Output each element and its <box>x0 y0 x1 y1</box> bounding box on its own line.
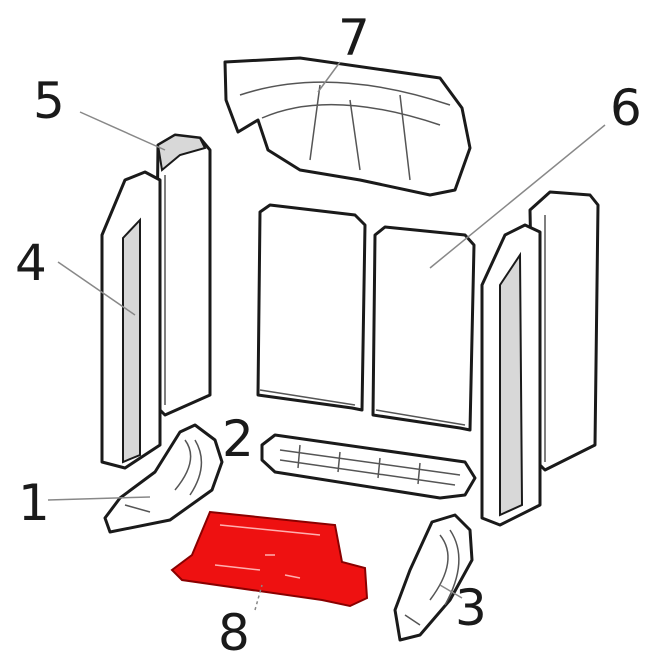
leader-lines <box>47 61 606 611</box>
label-part-6: 6 <box>610 79 642 137</box>
part-5-side-rear-left[interactable] <box>153 133 212 417</box>
part-8-floor-plate-highlighted[interactable] <box>170 510 369 608</box>
part-3-front-right-corner[interactable] <box>393 513 474 642</box>
part-4-side-front-left[interactable] <box>100 170 162 470</box>
label-part-5: 5 <box>33 72 65 130</box>
label-part-4: 4 <box>15 234 47 292</box>
part-1-front-left-corner[interactable] <box>103 423 224 534</box>
label-part-3: 3 <box>455 579 487 637</box>
part-6-side-front-right[interactable] <box>480 223 542 527</box>
rear-panel-left[interactable] <box>256 203 367 412</box>
label-part-8: 8 <box>218 604 250 662</box>
rear-panel-right[interactable] <box>371 225 476 432</box>
label-part-1: 1 <box>18 474 50 532</box>
label-part-2: 2 <box>222 410 254 468</box>
label-part-7: 7 <box>338 9 370 67</box>
part-7-top-baffle[interactable] <box>223 56 472 197</box>
part-2-front-grate-bar[interactable] <box>260 433 477 500</box>
